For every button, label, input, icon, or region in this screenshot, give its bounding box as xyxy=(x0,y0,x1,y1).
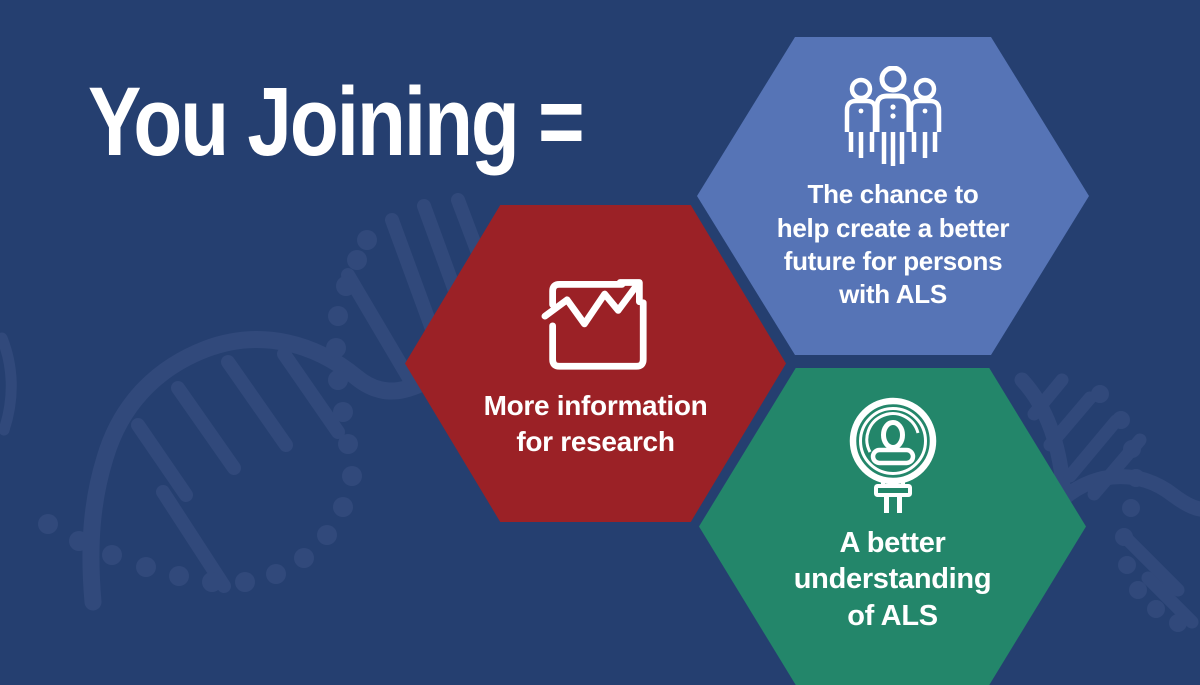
page-title: You Joining = xyxy=(88,67,585,176)
magnifier-person-icon xyxy=(849,397,936,513)
line-chart-icon xyxy=(541,279,647,370)
hexagon-more-information: More information for research xyxy=(405,205,786,522)
hexagon-better-future-label: The chance to help create a better futur… xyxy=(776,179,1010,310)
hexagon-more-information-label: More information for research xyxy=(483,389,708,457)
people-group-icon xyxy=(844,66,942,167)
hexagon-better-understanding-label: A better understanding of ALS xyxy=(793,526,992,632)
